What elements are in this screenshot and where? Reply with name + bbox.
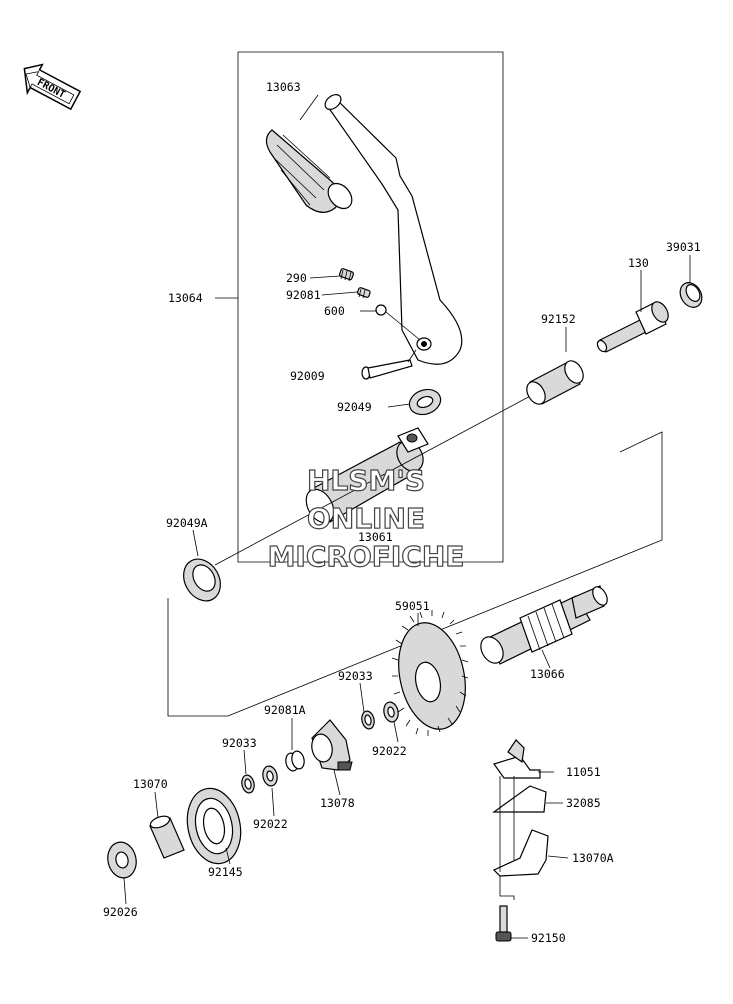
- label-59051: 59051: [395, 599, 430, 613]
- shaft-group-box: [167, 431, 663, 717]
- label-92081A: 92081A: [264, 703, 306, 717]
- guide-plate-11051: [493, 739, 541, 779]
- label-92033-b: 92033: [222, 736, 257, 750]
- label-92026: 92026: [103, 905, 138, 919]
- spring-92145: [186, 787, 242, 865]
- label-92022-b: 92022: [253, 817, 288, 831]
- kick-shaft-boss: [305, 427, 429, 524]
- guide-13070: [149, 815, 185, 859]
- label-11051: 11051: [566, 765, 601, 779]
- label-13078: 13078: [320, 796, 355, 810]
- label-92049: 92049: [337, 400, 372, 414]
- bolt-130: [596, 301, 669, 353]
- part-labels: 13063 13064 290 92081 600 92009 92049 13…: [103, 80, 701, 945]
- gear-59051: [391, 610, 469, 736]
- label-600: 600: [324, 304, 345, 318]
- washer-92049A: [183, 558, 221, 602]
- label-130: 130: [628, 256, 649, 270]
- label-92009: 92009: [290, 369, 325, 383]
- spring-290: [338, 268, 354, 282]
- label-92081: 92081: [286, 288, 321, 302]
- front-arrow-icon: FRONT: [23, 63, 82, 111]
- watermark-line-2: ONLINE: [307, 502, 425, 535]
- ball-600: [375, 304, 387, 316]
- shaft-axis-line: [214, 393, 535, 566]
- label-13070: 13070: [133, 777, 168, 791]
- label-92033-a: 92033: [338, 669, 373, 683]
- label-32085: 32085: [566, 796, 601, 810]
- watermark-line-3: MICROFICHE: [268, 540, 465, 573]
- circlip-92033-b: [241, 774, 255, 794]
- bush-39031: [679, 282, 703, 308]
- label-13063: 13063: [266, 80, 301, 94]
- bolt-92009: [361, 359, 413, 380]
- kick-shaft-13066: [480, 585, 608, 665]
- label-92152: 92152: [541, 312, 576, 326]
- leader-lines: [123, 94, 691, 939]
- label-92145: 92145: [208, 865, 243, 879]
- circlip-92033-a: [361, 710, 375, 730]
- collar-92152: [526, 360, 584, 405]
- plate-32085: [492, 785, 547, 813]
- washer-92049: [408, 388, 442, 416]
- ratchet-13078: [311, 719, 353, 771]
- kick-pedal-rubber: [265, 129, 353, 213]
- label-92022-a: 92022: [372, 744, 407, 758]
- label-13066: 13066: [530, 667, 565, 681]
- spring-92081: [356, 287, 371, 299]
- plate-bracket-line: [499, 876, 515, 900]
- label-92150: 92150: [531, 931, 566, 945]
- label-92049A: 92049A: [166, 516, 208, 530]
- label-13061: 13061: [358, 530, 393, 544]
- washer-92026: [107, 841, 137, 879]
- label-39031: 39031: [666, 240, 701, 254]
- plate-13070A: [492, 829, 549, 877]
- washer-92022-b: [262, 765, 278, 787]
- lever-group-box: [237, 51, 504, 563]
- washer-92022-a: [383, 701, 399, 723]
- kick-lever-arm: [324, 94, 463, 365]
- bolt-92150: [495, 905, 512, 942]
- spring-92081A: [285, 750, 305, 772]
- label-13070A: 13070A: [572, 851, 614, 865]
- watermark-line-1: HLSM'S: [307, 464, 425, 497]
- watermark: HLSM'S ONLINE MICROFICHE: [267, 463, 465, 573]
- label-290: 290: [286, 271, 307, 285]
- label-13064: 13064: [168, 291, 203, 305]
